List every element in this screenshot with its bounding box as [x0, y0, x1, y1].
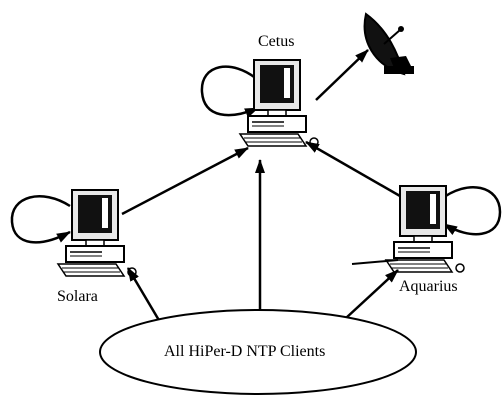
aquarius-to-cetus-arrow — [305, 140, 401, 198]
solara-self-loop — [10, 195, 71, 244]
cetus-self-loop — [200, 65, 259, 118]
aquarius-self-loop — [439, 185, 502, 236]
clients-to-aquarius-arrow — [345, 269, 399, 319]
aquarius-label: Aquarius — [399, 278, 458, 295]
satellite-dish-icon — [363, 12, 414, 76]
aquarius-input-line — [351, 259, 399, 265]
cetus-label: Cetus — [258, 33, 295, 50]
clients-to-solara-arrow — [126, 267, 162, 323]
clients-label: All HiPer-D NTP Clients — [164, 343, 326, 360]
cetus-to-satellite-arrow — [315, 49, 369, 101]
cetus-computer-icon — [239, 59, 319, 147]
solara-label: Solara — [57, 288, 98, 305]
solara-to-cetus-arrow — [121, 146, 249, 216]
clients-ellipse — [99, 309, 417, 395]
